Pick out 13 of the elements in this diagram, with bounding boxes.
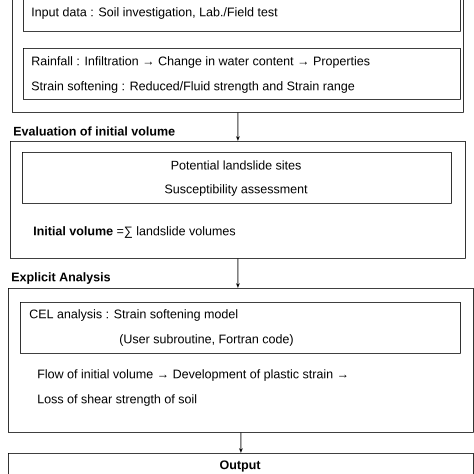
box-text: Strain softening : Reduced/Fluid strength and Strain range [32, 81, 354, 93]
box-text: Input data : Soil investigation, Lab./Field test [32, 7, 278, 19]
section-heading: Explicit Analysis [12, 272, 110, 284]
section-heading: Evaluation of initial volume [14, 126, 175, 136]
box-text: (User subroutine, Fortran code) [120, 334, 293, 346]
box-text: Potential landslide sites [172, 160, 301, 170]
section-heading: Output [220, 460, 260, 472]
flow-text: Flow of initial volume → Development of plastic strain → Loss of shear strength of soil [38, 369, 347, 406]
formula-text: Initial volume =∑ landslide volumes [34, 226, 236, 238]
flow-box [12, 0, 464, 113]
box-text: Rainfall : Infiltration → Change in water content → Properties [32, 56, 370, 68]
box-text: CEL analysis : Strain softening model [30, 309, 238, 321]
box-text: Susceptibility assessment [165, 184, 308, 196]
